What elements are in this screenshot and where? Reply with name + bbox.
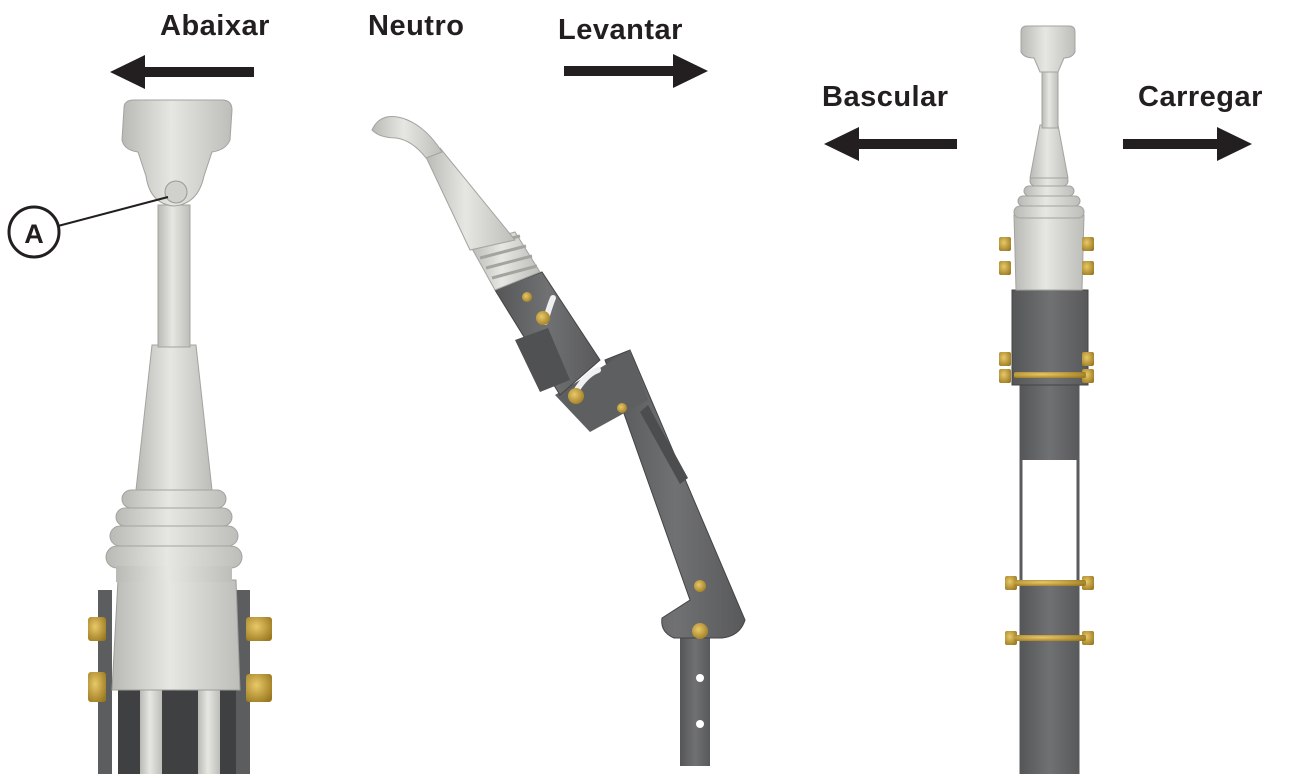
button-a [165,181,187,203]
joystick-front-view [88,100,272,774]
arrow-load [1123,127,1252,161]
arrow-lower [110,55,254,89]
joystick-side-view [372,117,745,767]
callout-a-label: A [24,219,44,249]
arrow-raise [564,54,708,88]
arrow-tilt [824,127,957,161]
joystick-rear-view [999,26,1094,774]
